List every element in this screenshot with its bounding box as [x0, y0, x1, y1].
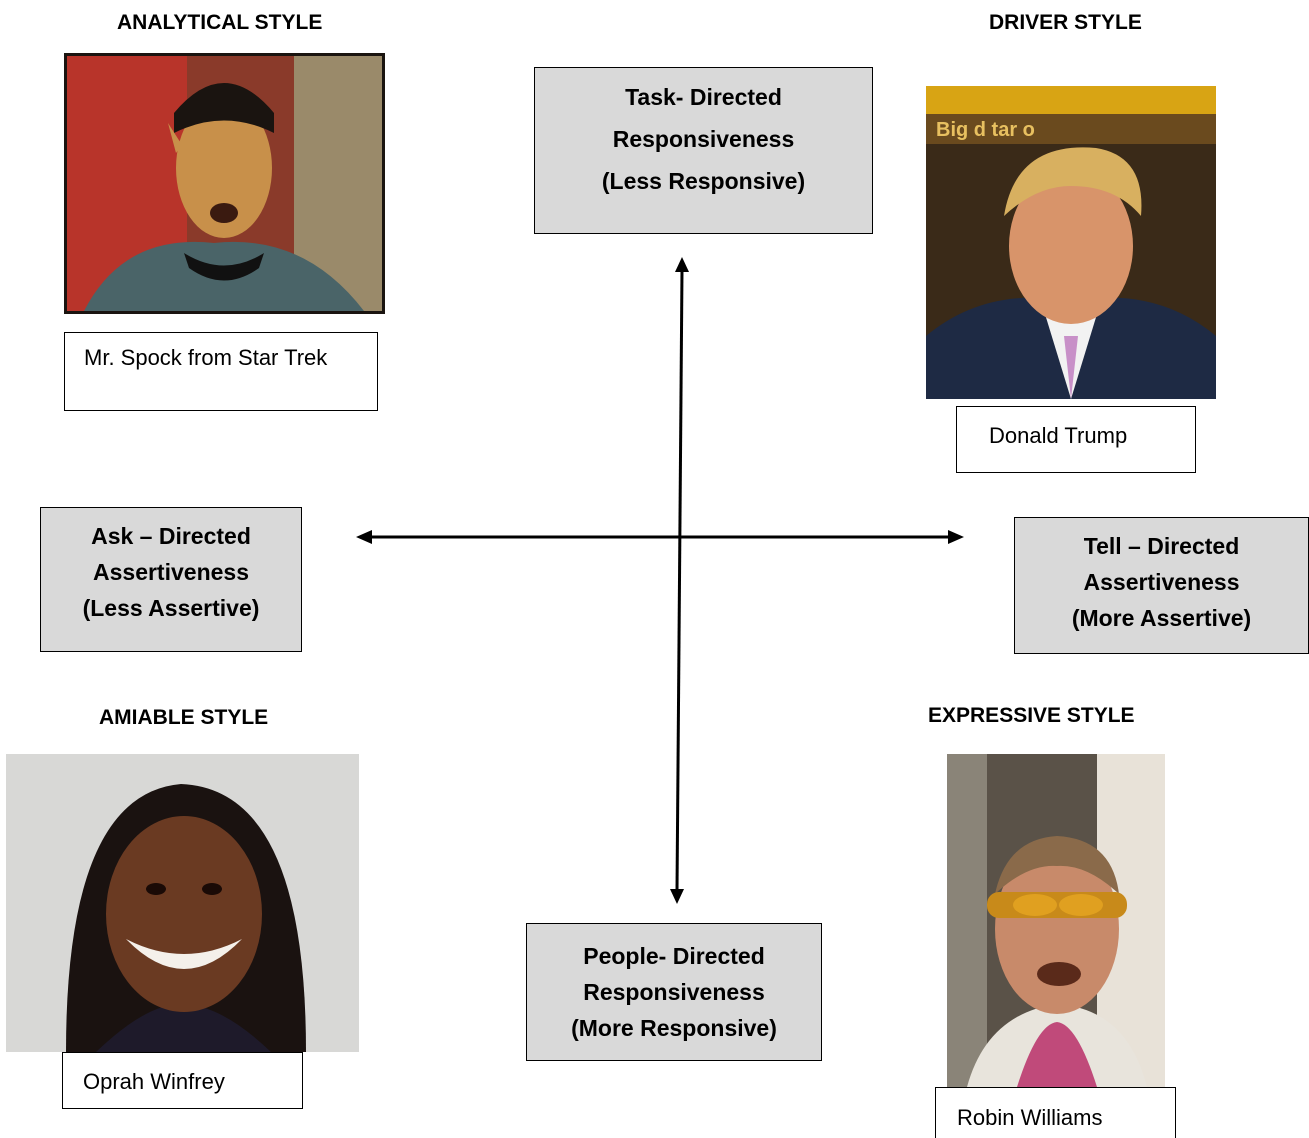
tell-directed-box: Tell – Directed Assertiveness (More Asse… — [1014, 517, 1309, 654]
horizontal-axis-arrow — [356, 530, 964, 544]
tell-directed-line2: Assertiveness — [1083, 569, 1240, 595]
spock-caption: Mr. Spock from Star Trek — [64, 332, 378, 411]
robin-williams-caption: Robin Williams — [935, 1087, 1176, 1138]
ask-directed-line3: (Less Assertive) — [82, 595, 260, 621]
trump-background-text: Big d tar o — [936, 119, 1035, 141]
task-directed-box: Task- Directed Responsiveness (Less Resp… — [534, 67, 873, 234]
tell-directed-line1: Tell – Directed — [1083, 533, 1240, 559]
ask-directed-box: Ask – Directed Assertiveness (Less Asser… — [40, 507, 302, 652]
task-directed-line2: Responsiveness — [612, 126, 795, 152]
tell-directed-line3: (More Assertive) — [1071, 605, 1252, 631]
ask-directed-line1: Ask – Directed — [91, 523, 251, 549]
spock-caption-text: Mr. Spock from Star Trek — [84, 345, 328, 370]
people-directed-line2: Responsiveness — [583, 979, 765, 1005]
robin-williams-photo — [947, 754, 1165, 1087]
oprah-caption: Oprah Winfrey — [62, 1052, 303, 1109]
robin-williams-caption-text: Robin Williams — [957, 1105, 1103, 1130]
vertical-axis-arrow — [670, 257, 689, 904]
oprah-photo — [6, 754, 359, 1052]
trump-caption-text: Donald Trump — [989, 423, 1128, 448]
task-directed-line1: Task- Directed — [625, 84, 782, 110]
driver-style-title: DRIVER STYLE — [989, 11, 1142, 34]
people-directed-line3: (More Responsive) — [571, 1015, 777, 1041]
people-directed-line1: People- Directed — [583, 943, 765, 969]
analytical-style-title: ANALYTICAL STYLE — [117, 11, 323, 34]
trump-caption: Donald Trump — [956, 406, 1196, 473]
expressive-style-title: EXPRESSIVE STYLE — [928, 704, 1135, 727]
trump-photo: Big d tar o — [926, 86, 1216, 399]
task-directed-line3: (Less Responsive) — [601, 168, 806, 194]
ask-directed-line2: Assertiveness — [93, 559, 249, 585]
oprah-caption-text: Oprah Winfrey — [83, 1069, 225, 1094]
amiable-style-title: AMIABLE STYLE — [99, 706, 269, 729]
spock-photo — [64, 53, 385, 314]
people-directed-box: People- Directed Responsiveness (More Re… — [526, 923, 822, 1061]
